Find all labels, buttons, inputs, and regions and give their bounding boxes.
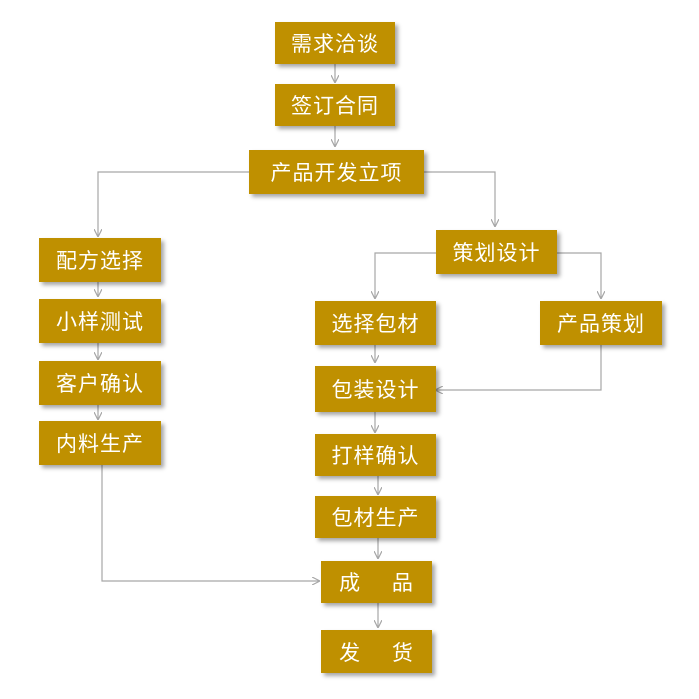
arrow-project-to-formula [98, 171, 249, 236]
step-finished-product: 成 品 [321, 561, 432, 603]
step-product-planning: 产品策划 [540, 301, 662, 345]
step-proof-confirm: 打样确认 [315, 434, 436, 476]
step-content-production: 内料生产 [39, 421, 161, 465]
arrow-planning-to-select-packaging [375, 252, 436, 298]
arrow-product-planning-to-packaging-design [436, 345, 602, 390]
step-demand-negotiation: 需求洽谈 [275, 22, 395, 64]
step-formula-selection: 配方选择 [39, 238, 161, 282]
arrow-content-to-finished [101, 465, 319, 581]
step-packaging-design: 包装设计 [315, 366, 436, 412]
step-shipping: 发 货 [321, 630, 432, 673]
arrow-planning-to-product-planning [557, 252, 601, 298]
step-planning-design: 策划设计 [436, 230, 557, 274]
step-packaging-production: 包材生产 [315, 496, 436, 538]
step-sign-contract: 签订合同 [275, 84, 395, 126]
step-customer-confirm: 客户确认 [39, 361, 161, 405]
step-select-packaging: 选择包材 [315, 301, 436, 345]
step-product-project: 产品开发立项 [249, 150, 424, 194]
arrow-project-to-planning [424, 171, 495, 226]
step-sample-test: 小样测试 [39, 299, 161, 343]
